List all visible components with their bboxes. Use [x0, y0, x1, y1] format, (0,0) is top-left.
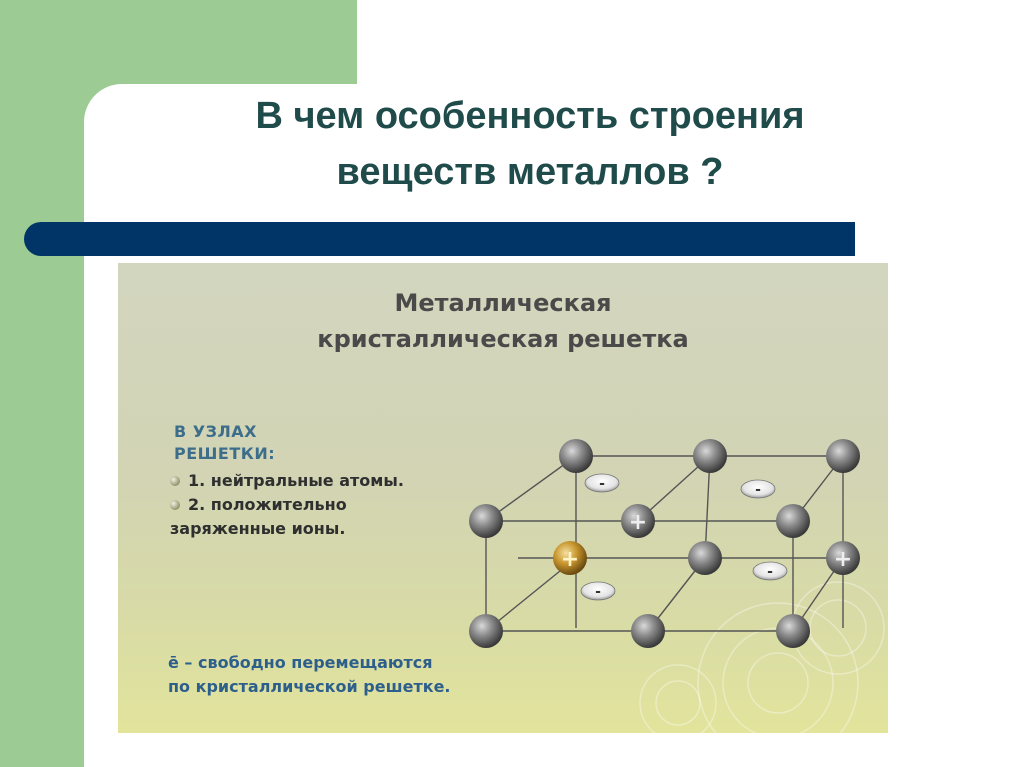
atom: [631, 614, 665, 648]
atom: [776, 504, 810, 538]
plus-sign: +: [834, 547, 852, 572]
lattice-diagram: + + + - - - -: [469, 439, 885, 733]
positive-ion: [553, 541, 587, 575]
slide-title-line-2: веществ металлов ?: [336, 151, 724, 193]
figure-title-line-1: Металлическая: [394, 289, 612, 317]
lattice-bonds: [485, 455, 844, 632]
plus-sign: +: [629, 510, 647, 535]
slide-title-line-1: В чем особенность строения: [255, 95, 805, 137]
positive-ion: [621, 504, 655, 538]
svg-text:-: -: [767, 564, 773, 580]
item-positive-ions: 2. положительно: [188, 495, 347, 514]
svg-text:-: -: [595, 584, 601, 600]
nodes-heading-line-2: РЕШЕТКИ:: [174, 444, 276, 463]
atom: [559, 439, 593, 473]
list-item: 1. нейтральные атомы.: [170, 469, 404, 493]
electron: [740, 479, 776, 499]
electrons-note: ē – свободно перемещаются по кристалличе…: [168, 651, 451, 699]
figure-title: Металлическая кристаллическая решетка: [118, 285, 888, 357]
plus-sign: +: [561, 547, 579, 572]
ripple-decoration: [639, 581, 885, 733]
item-neutral-atoms: 1. нейтральные атомы.: [188, 471, 404, 490]
neutral-atoms: [469, 439, 860, 648]
atom: [469, 504, 503, 538]
electrons-note-line-2: по кристаллической решетке.: [168, 677, 451, 696]
slide-title: В чем особенность строения веществ метал…: [150, 88, 910, 200]
lattice-nodes-list: 1. нейтральные атомы. 2. положительно за…: [170, 469, 404, 541]
atom: [693, 439, 727, 473]
electrons-note-line-1: ē – свободно перемещаются: [168, 653, 433, 672]
bullet-icon: [170, 476, 180, 486]
lattice-nodes-heading: В УЗЛАХ РЕШЕТКИ:: [174, 421, 275, 465]
atom: [688, 541, 722, 575]
bullet-icon: [170, 500, 180, 510]
metal-lattice-figure: + + + - - - - Металлическая кристалличес…: [118, 263, 888, 733]
electron: [584, 473, 620, 493]
electron: [752, 561, 788, 581]
electron: [580, 581, 616, 601]
atom: [826, 439, 860, 473]
title-divider-bar: [24, 222, 855, 256]
atom: [776, 614, 810, 648]
atom: [469, 614, 503, 648]
svg-text:-: -: [599, 476, 605, 492]
positive-ion: [826, 541, 860, 575]
nodes-heading-line-1: В УЗЛАХ: [174, 422, 257, 441]
figure-title-line-2: кристаллическая решетка: [317, 325, 689, 353]
free-electrons: - - - -: [580, 473, 788, 601]
svg-text:-: -: [755, 482, 761, 498]
positive-ions: + + +: [553, 504, 860, 575]
item-positive-ions-continued: заряженные ионы.: [170, 519, 346, 538]
list-item: 2. положительно: [170, 493, 404, 517]
